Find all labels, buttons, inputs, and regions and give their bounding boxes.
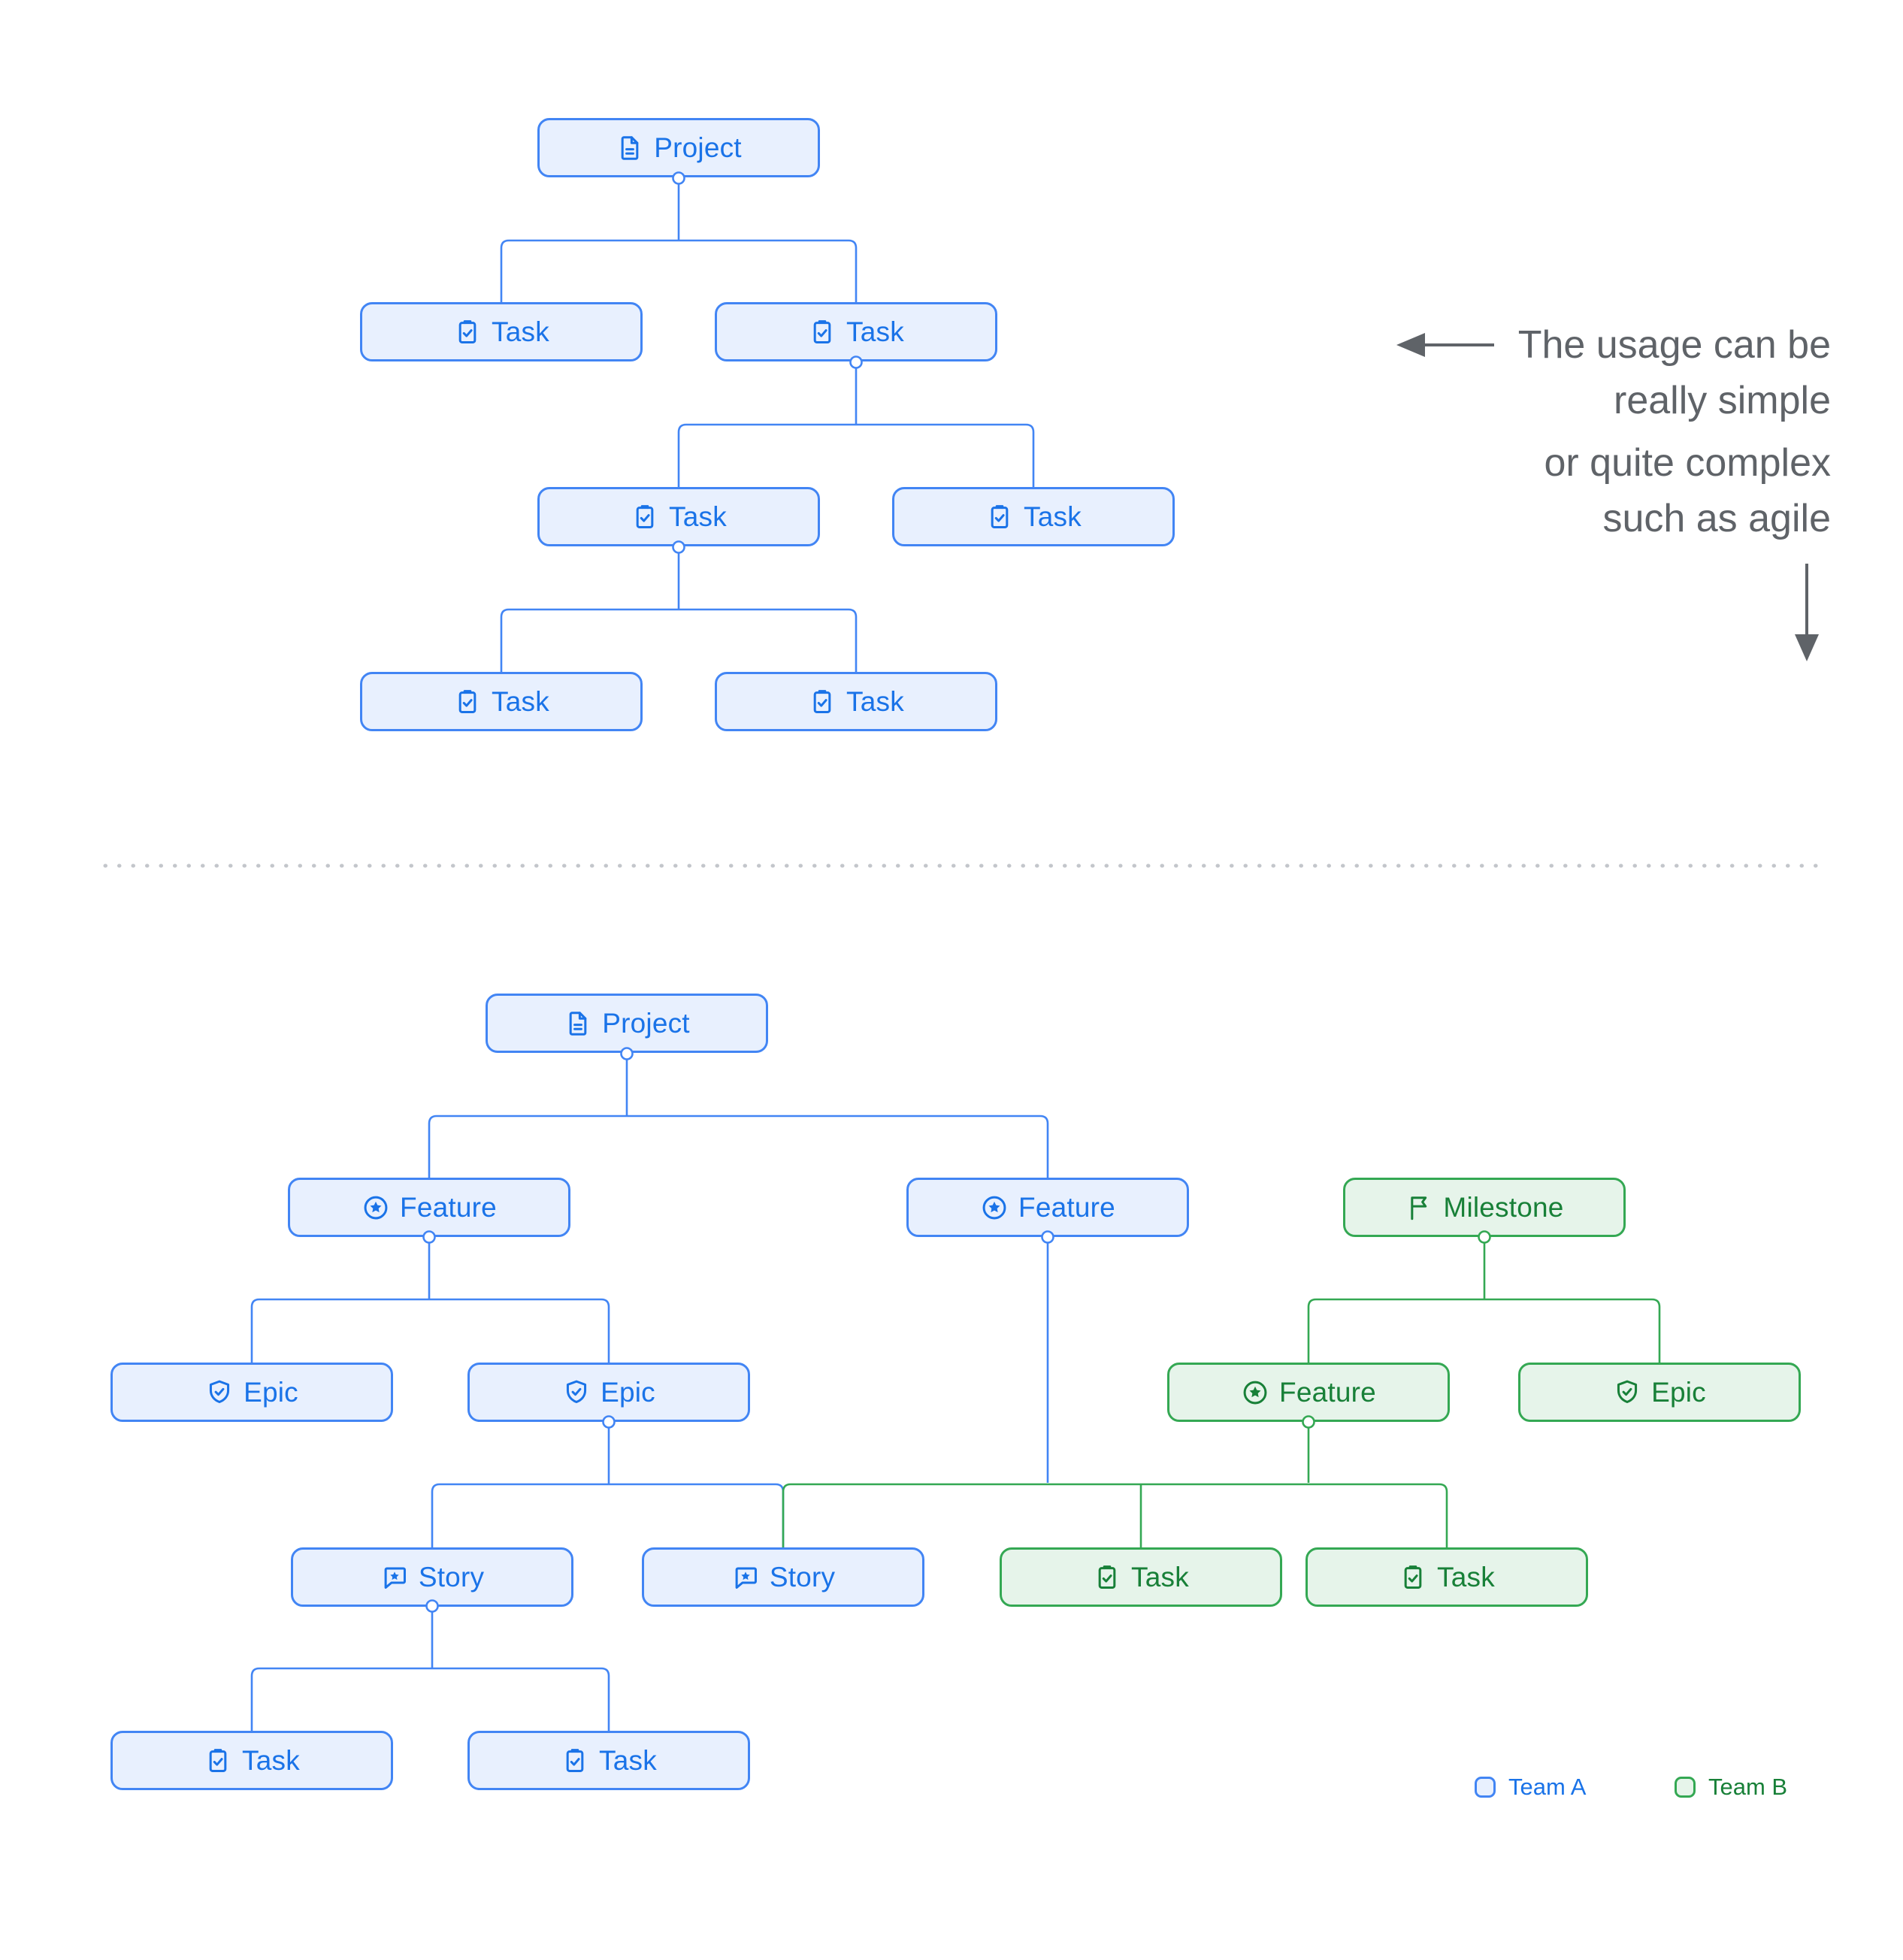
task-icon (453, 688, 482, 716)
legend-team-b-label: Team B (1708, 1774, 1788, 1800)
node-feature-teama-1: Feature (288, 1178, 570, 1237)
task-icon (985, 503, 1014, 531)
node-label: Task (846, 685, 904, 717)
task-icon (808, 688, 837, 716)
node-feature-teamb: Feature (1167, 1363, 1450, 1422)
node-feature-teama-2: Feature (906, 1178, 1189, 1237)
node-task-teamb-1: Task (1000, 1547, 1282, 1607)
team-b-swatch (1675, 1777, 1696, 1798)
feature-icon (362, 1193, 390, 1222)
node-label: Feature (1279, 1376, 1376, 1408)
node-task-simple-5: Task (360, 672, 643, 731)
node-label: Milestone (1443, 1191, 1564, 1223)
node-label: Task (599, 1744, 657, 1776)
epic-shield-icon (205, 1378, 234, 1407)
task-icon (453, 318, 482, 346)
project-icon (616, 134, 644, 162)
node-task-simple-6: Task (715, 672, 997, 731)
node-label: Task (492, 685, 549, 717)
task-icon (204, 1747, 232, 1775)
legend-team-a: Team A (1475, 1774, 1586, 1801)
node-label: Task (242, 1744, 300, 1776)
task-icon (1399, 1563, 1427, 1592)
node-task-simple-2: Task (715, 302, 997, 361)
task-icon (561, 1747, 589, 1775)
node-epic-teamb: Epic (1518, 1363, 1801, 1422)
node-label: Task (1437, 1561, 1495, 1592)
feature-icon (980, 1193, 1009, 1222)
node-label: Task (492, 316, 549, 347)
down-arrow (1795, 564, 1819, 661)
epic-shield-icon (562, 1378, 591, 1407)
legend-team-b: Team B (1675, 1774, 1787, 1801)
node-task-simple-4: Task (892, 487, 1175, 546)
task-icon (1093, 1563, 1121, 1592)
node-epic-teama-2: Epic (467, 1363, 750, 1422)
node-task-teama-1: Task (110, 1731, 393, 1790)
task-icon (631, 503, 659, 531)
node-milestone-teamb: Milestone (1343, 1178, 1626, 1237)
team-a-swatch (1475, 1777, 1496, 1798)
node-label: Feature (1018, 1191, 1115, 1223)
story-icon (731, 1563, 760, 1592)
node-label: Task (846, 316, 904, 347)
node-task-teamb-2: Task (1305, 1547, 1588, 1607)
node-task-teama-2: Task (467, 1731, 750, 1790)
node-label: Story (769, 1561, 836, 1592)
node-label: Task (1024, 501, 1082, 532)
node-label: Epic (244, 1376, 298, 1408)
task-icon (808, 318, 837, 346)
milestone-flag-icon (1405, 1193, 1433, 1222)
connectors-team-a (250, 183, 1049, 1731)
epic-shield-icon (1613, 1378, 1641, 1407)
left-arrow (1396, 333, 1494, 357)
node-label: Project (602, 1007, 690, 1039)
node-label: Task (1131, 1561, 1189, 1592)
node-label: Epic (1651, 1376, 1706, 1408)
annotation-complex-line1: or quite complex (1544, 441, 1831, 485)
legend-team-a-label: Team A (1508, 1774, 1587, 1800)
node-story-teama-1: Story (291, 1547, 573, 1607)
node-task-simple-3: Task (537, 487, 820, 546)
node-label: Project (654, 132, 742, 163)
feature-icon (1241, 1378, 1269, 1407)
node-label: Task (669, 501, 727, 532)
annotation-complex-line2: such as agile (1602, 497, 1831, 540)
annotation-complex: or quite complex such as agile (1544, 435, 1831, 546)
node-project-simple: Project (537, 118, 820, 177)
annotation-simple-line2: really simple (1614, 379, 1831, 422)
story-icon (380, 1563, 409, 1592)
node-label: Story (418, 1561, 485, 1592)
project-icon (564, 1009, 592, 1038)
node-project-complex: Project (486, 994, 768, 1053)
node-task-simple-1: Task (360, 302, 643, 361)
node-epic-teama-1: Epic (110, 1363, 393, 1422)
node-label: Epic (601, 1376, 655, 1408)
annotation-simple-line1: The usage can be (1517, 323, 1831, 367)
annotation-simple: The usage can be really simple (1518, 317, 1831, 428)
node-label: Feature (400, 1191, 497, 1223)
node-story-teama-2: Story (642, 1547, 924, 1607)
